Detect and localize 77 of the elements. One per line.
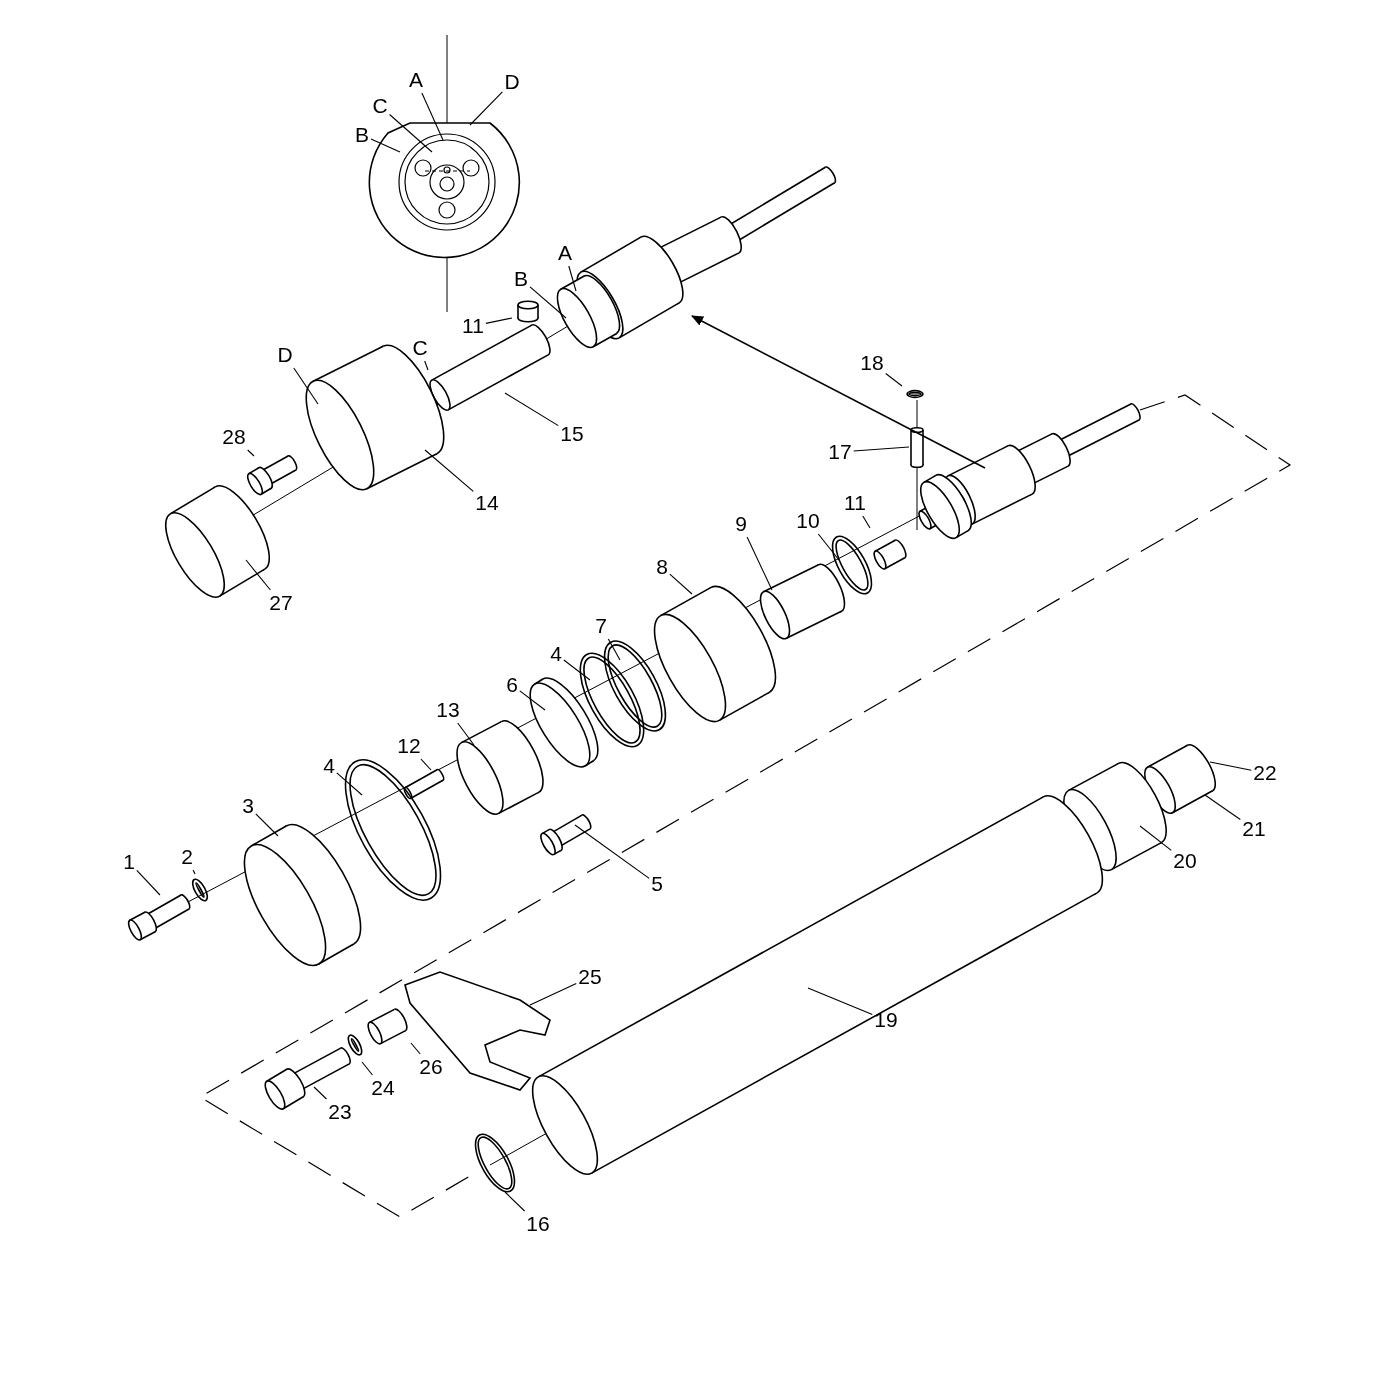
leader-line bbox=[247, 449, 255, 457]
callout-number: 28 bbox=[222, 426, 246, 448]
leader-line bbox=[469, 91, 503, 126]
leader-line bbox=[607, 638, 621, 661]
leader-line bbox=[1209, 761, 1252, 771]
callout-number: 3 bbox=[242, 795, 254, 817]
callout-number: B bbox=[514, 268, 528, 290]
callout-number: 1 bbox=[123, 851, 135, 873]
callout-number: D bbox=[277, 344, 293, 366]
leader-line bbox=[529, 982, 577, 1006]
callout-number: 21 bbox=[1242, 818, 1266, 840]
leader-line bbox=[574, 824, 650, 879]
leader-line bbox=[361, 1061, 374, 1076]
callout-number: 6 bbox=[506, 674, 518, 696]
leader-line bbox=[669, 573, 693, 595]
leader-line bbox=[563, 659, 591, 681]
callout-number: 16 bbox=[526, 1213, 550, 1235]
leader-line bbox=[1204, 794, 1241, 821]
callout-number: 13 bbox=[436, 699, 460, 721]
callout-number: B bbox=[355, 124, 369, 146]
callout-number: 26 bbox=[419, 1056, 443, 1078]
leader-line bbox=[192, 869, 196, 875]
callout-number: 18 bbox=[860, 352, 884, 374]
callout-number: D bbox=[504, 71, 520, 93]
leader-line bbox=[504, 1191, 526, 1212]
leader-line bbox=[457, 722, 475, 746]
leader-line bbox=[853, 446, 910, 452]
leader-line bbox=[136, 869, 161, 896]
callout-number: 11 bbox=[462, 315, 484, 337]
callout-number: 4 bbox=[550, 643, 562, 665]
leader-line bbox=[568, 265, 577, 292]
callout-number: 8 bbox=[656, 556, 668, 578]
callout-number: 5 bbox=[651, 873, 663, 895]
leader-line bbox=[313, 1086, 328, 1100]
leader-line bbox=[389, 113, 433, 153]
callout-number: 12 bbox=[397, 735, 421, 757]
leader-line bbox=[336, 772, 363, 796]
leader-line bbox=[424, 449, 474, 492]
leader-line bbox=[529, 286, 567, 319]
callout-number: 20 bbox=[1173, 850, 1197, 872]
leader-line bbox=[370, 138, 401, 153]
detail-view-drawing bbox=[368, 122, 521, 259]
leader-line bbox=[862, 515, 871, 529]
callout-number: A bbox=[558, 242, 572, 264]
callout-number: 9 bbox=[735, 513, 747, 535]
leader-line bbox=[410, 1042, 421, 1055]
leader-line bbox=[746, 536, 773, 591]
callout-number: 27 bbox=[269, 592, 293, 614]
leader-line bbox=[485, 317, 513, 324]
callout-number: 14 bbox=[475, 492, 499, 514]
callout-number: C bbox=[372, 95, 388, 117]
callout-number: 11 bbox=[844, 492, 866, 514]
callout-number: 25 bbox=[578, 966, 602, 988]
leader-line bbox=[421, 92, 444, 141]
leader-line bbox=[293, 367, 319, 405]
callout-number: 15 bbox=[560, 423, 584, 445]
callout-number: 17 bbox=[828, 441, 852, 463]
leader-line bbox=[519, 690, 546, 711]
leader-line bbox=[807, 987, 873, 1015]
callout-number: 24 bbox=[371, 1077, 395, 1099]
leader-line bbox=[245, 559, 271, 591]
leader-line bbox=[420, 758, 432, 771]
callout-number: A bbox=[409, 69, 423, 91]
callout-number: 4 bbox=[323, 755, 335, 777]
callout-number: 10 bbox=[796, 510, 820, 532]
callout-number: 22 bbox=[1253, 762, 1277, 784]
leader-line bbox=[424, 360, 429, 371]
leader-line bbox=[885, 372, 903, 387]
callout-number: 23 bbox=[328, 1101, 352, 1123]
callout-number: 2 bbox=[181, 846, 193, 868]
leader-line bbox=[1139, 825, 1172, 851]
leader-line bbox=[817, 533, 840, 561]
callout-number: C bbox=[412, 337, 428, 359]
callout-number: 7 bbox=[595, 615, 607, 637]
leader-line bbox=[504, 392, 559, 427]
leader-line bbox=[255, 813, 279, 837]
callout-number: 19 bbox=[874, 1009, 898, 1031]
